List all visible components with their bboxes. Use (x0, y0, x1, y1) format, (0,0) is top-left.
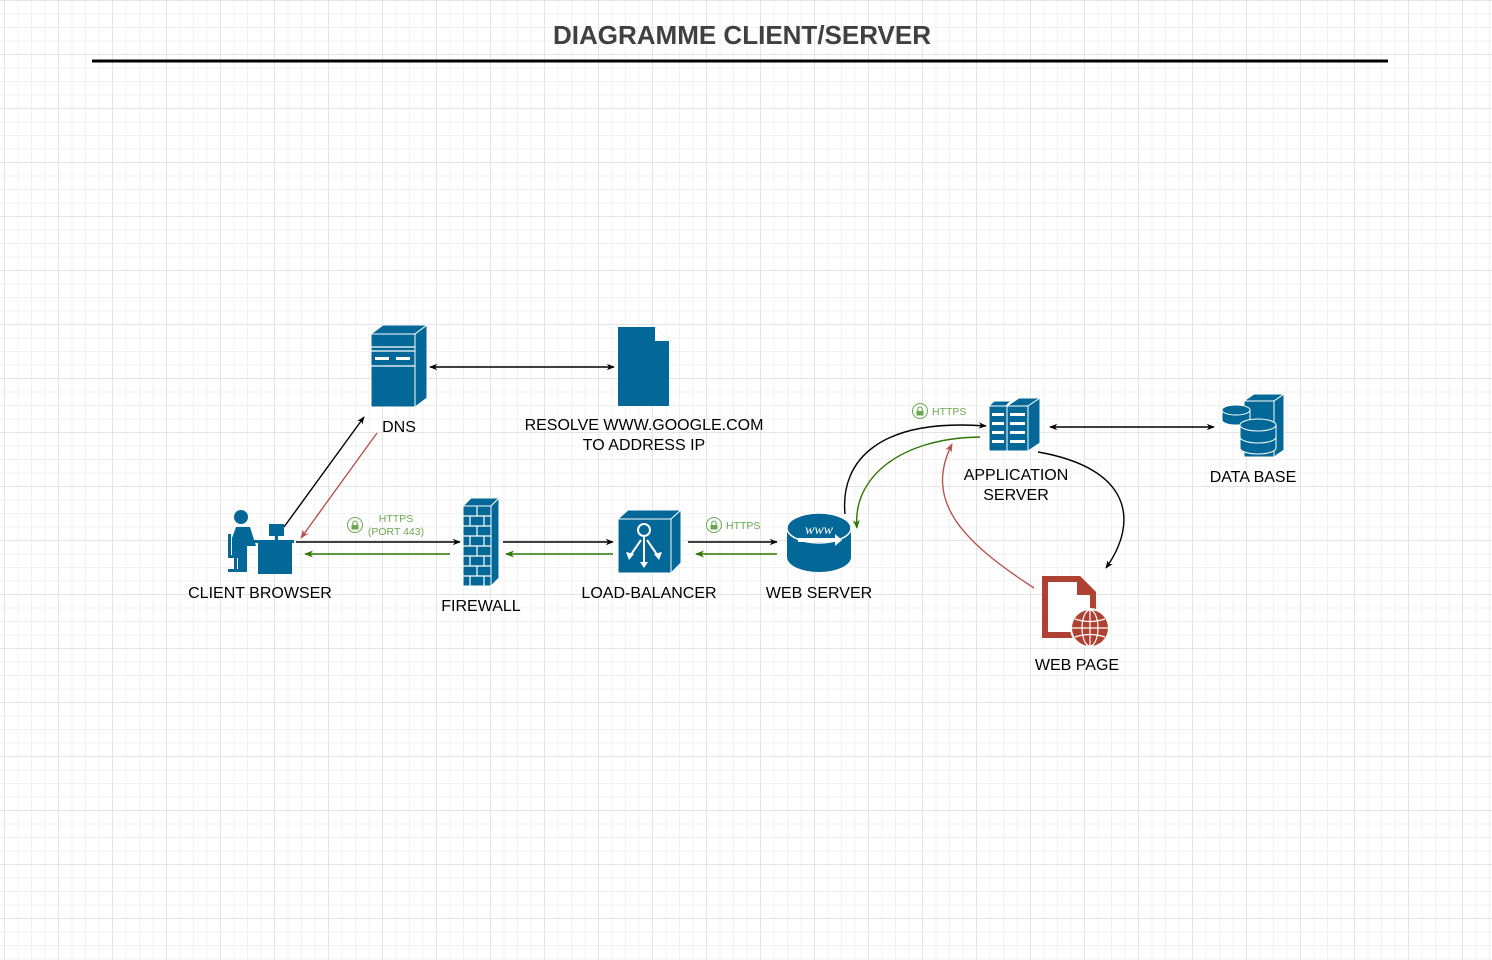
dns-node[interactable]: DNS (369, 324, 429, 436)
arrow-app-to-webpage[interactable] (1037, 451, 1125, 569)
database-node[interactable]: DATA BASE (1210, 393, 1297, 486)
firewall-label: FIREWALL (441, 598, 521, 615)
document-icon (618, 327, 669, 406)
web-page-label: WEB PAGE (1035, 657, 1119, 674)
web-page-icon (1042, 576, 1110, 648)
lock-icon (347, 517, 363, 533)
lock-icon (912, 403, 928, 419)
port-label: (PORT 443) (368, 526, 424, 538)
resolve-node[interactable]: RESOLVE WWW.GOOGLE.COM TO ADDRESS IP (525, 327, 764, 454)
arrow-app-to-web[interactable] (852, 436, 981, 529)
load-balancer-node[interactable]: LOAD-BALANCER (581, 508, 717, 602)
application-server-icon (987, 397, 1042, 452)
database-icon (1221, 393, 1286, 458)
arrow-webpage-to-app[interactable] (941, 443, 1035, 589)
load-balancer-icon (616, 508, 683, 575)
web-server-label: WEB SERVER (766, 585, 872, 602)
firewall-node[interactable]: FIREWALL (441, 496, 521, 615)
lock-icon (706, 517, 722, 533)
app-server-node[interactable]: APPLICATION SERVER (964, 397, 1069, 504)
database-label: DATA BASE (1210, 469, 1297, 486)
db-disk-bottom (1239, 418, 1277, 455)
https-lb-web-badge: HTTPS (706, 517, 760, 533)
load-balancer-label: LOAD-BALANCER (581, 585, 716, 602)
https-web-app-badge: HTTPS (912, 403, 966, 419)
dns-label: DNS (382, 419, 416, 436)
arrow-dns-to-client[interactable] (300, 432, 378, 539)
user-at-computer-icon (228, 510, 294, 574)
arrow-client-to-dns[interactable] (283, 416, 365, 528)
arrow-web-to-app[interactable] (843, 422, 987, 515)
app-server-label-line2: SERVER (983, 487, 1049, 504)
app-server-label-line1: APPLICATION (964, 467, 1069, 484)
client-node[interactable]: CLIENT BROWSER (188, 510, 332, 602)
firewall-icon (461, 496, 501, 588)
www-server-icon: www (786, 512, 852, 572)
web-server-node[interactable]: www WEB SERVER (766, 512, 872, 602)
https-label: HTTPS (932, 406, 966, 418)
https-label: HTTPS (379, 513, 413, 525)
https-port443-badge: HTTPS (PORT 443) (347, 513, 424, 538)
resolve-label-line1: RESOLVE WWW.GOOGLE.COM (525, 417, 764, 434)
https-label: HTTPS (726, 520, 760, 532)
web-page-node[interactable]: WEB PAGE (1035, 576, 1119, 674)
server-tower-icon (369, 324, 429, 408)
svg-text:www: www (805, 523, 834, 538)
client-label: CLIENT BROWSER (188, 585, 332, 602)
resolve-label-line2: TO ADDRESS IP (583, 437, 705, 454)
diagram-title: DIAGRAMME CLIENT/SERVER (553, 20, 931, 50)
